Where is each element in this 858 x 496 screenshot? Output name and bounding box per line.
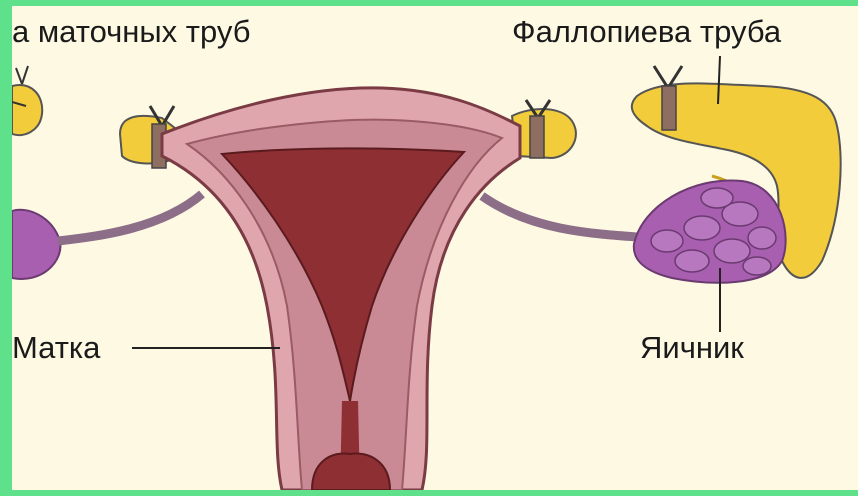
- label-ovary: Яичник: [640, 332, 744, 363]
- left-partial-ovary: [12, 210, 60, 279]
- diagram-canvas: а маточных труб Фаллопиева труба Матка Я…: [12, 6, 858, 490]
- label-tubes-top-left: а маточных труб: [12, 16, 251, 47]
- left-ovary-ligament: [58, 194, 202, 241]
- right-fallopian-band: [662, 86, 676, 130]
- right-ovary-ligament: [482, 196, 652, 238]
- label-uterus: Матка: [12, 332, 100, 363]
- right-tube-band: [530, 116, 544, 158]
- uterus-diagram: [12, 6, 858, 490]
- label-fallopian-tube: Фаллопиева труба: [512, 16, 781, 47]
- left-partial-tube: [12, 85, 42, 135]
